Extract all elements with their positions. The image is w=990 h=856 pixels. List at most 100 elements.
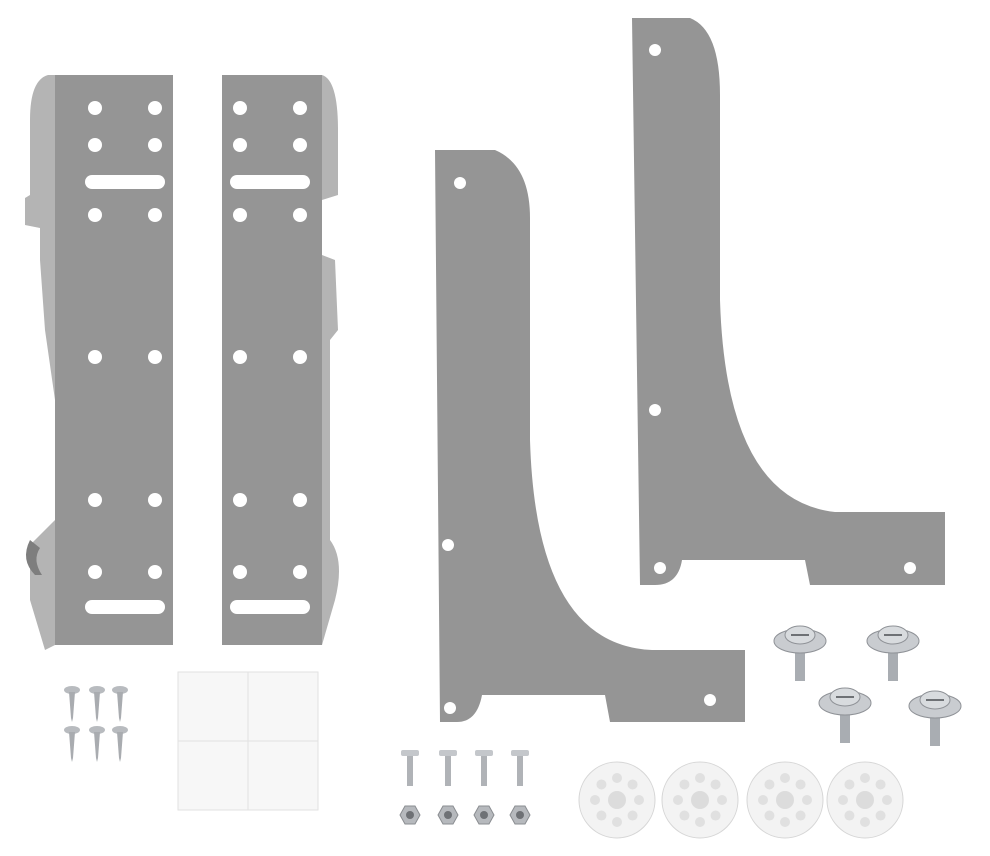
foot-center [856, 791, 874, 809]
foot-hole [695, 817, 705, 827]
nut-hole [480, 811, 488, 819]
plastic-foot [826, 761, 904, 839]
plate-hole [148, 565, 162, 579]
foot-hole [860, 773, 870, 783]
wood-screw [64, 726, 80, 762]
foot-hole [844, 810, 855, 821]
plate-hole [88, 208, 102, 222]
plate-hole [148, 493, 162, 507]
plate-hole [293, 350, 307, 364]
flange-bolt [866, 625, 920, 681]
screw-shank [69, 732, 75, 762]
plate-hole [148, 101, 162, 115]
screw-shank [117, 732, 123, 762]
foot-hole [590, 795, 600, 805]
screw-shank [517, 756, 523, 786]
bracket-hole [649, 44, 661, 56]
foot-hole [764, 779, 775, 790]
plate-hole [233, 101, 247, 115]
foot-hole [795, 810, 806, 821]
bracket-hole [442, 539, 454, 551]
screw-shank [117, 692, 123, 722]
nut-hole [444, 811, 452, 819]
wood-screw [112, 726, 128, 762]
foot-hole [717, 795, 727, 805]
screw-shank [407, 756, 413, 786]
bolt-shank [840, 705, 850, 743]
foot-hole [795, 779, 806, 790]
plate-hook-bottom [26, 540, 42, 575]
bracket-hole [444, 702, 456, 714]
screw-head [112, 686, 128, 694]
plate-hole [293, 101, 307, 115]
screw-head [439, 750, 457, 756]
adhesive-pads [177, 671, 319, 811]
machine-screw [511, 750, 529, 786]
plate-flange [322, 75, 339, 645]
bracket-hole [904, 562, 916, 574]
screw-head [64, 726, 80, 734]
foot-hole [780, 817, 790, 827]
foot-hole [710, 779, 721, 790]
screw-head [89, 726, 105, 734]
screw-head [64, 686, 80, 694]
plate-hole [88, 350, 102, 364]
foot-hole [679, 810, 690, 821]
plastic-foot [661, 761, 739, 839]
bracket-hole [654, 562, 666, 574]
flange-bolt [908, 690, 962, 746]
plate-hole [233, 565, 247, 579]
flange-bolt [818, 687, 872, 743]
foot-hole [612, 773, 622, 783]
hex-nut [399, 805, 421, 825]
foot-hole [875, 810, 886, 821]
plate-hole [293, 565, 307, 579]
plate-hole [88, 138, 102, 152]
screw-head [89, 686, 105, 694]
foot-hole [627, 810, 638, 821]
foot-hole [758, 795, 768, 805]
screw-shank [445, 756, 451, 786]
screw-head [112, 726, 128, 734]
foot-center [691, 791, 709, 809]
screw-head [511, 750, 529, 756]
bolt-shank [888, 643, 898, 681]
machine-screw [401, 750, 419, 786]
plate-slot [85, 600, 165, 614]
plate-flange [25, 75, 55, 650]
bracket-hole [649, 404, 661, 416]
plate-hole [293, 493, 307, 507]
screw-shank [481, 756, 487, 786]
plate-hole [148, 138, 162, 152]
plate-hole [88, 565, 102, 579]
foot-hole [780, 773, 790, 783]
foot-hole [764, 810, 775, 821]
foot-center [608, 791, 626, 809]
foot-hole [673, 795, 683, 805]
hex-nut [509, 805, 531, 825]
plate-slot [85, 175, 165, 189]
foot-hole [710, 810, 721, 821]
plate-hole [148, 208, 162, 222]
foot-hole [844, 779, 855, 790]
bolt-shank [795, 643, 805, 681]
screw-head [401, 750, 419, 756]
machine-screw [439, 750, 457, 786]
foot-hole [627, 779, 638, 790]
plate-hole [233, 493, 247, 507]
plate-hole [293, 138, 307, 152]
l-bracket-front [435, 150, 745, 722]
foot-hole [882, 795, 892, 805]
wood-screw [64, 686, 80, 722]
screw-shank [94, 692, 100, 722]
foot-hole [695, 773, 705, 783]
wood-screw [89, 726, 105, 762]
foot-hole [596, 779, 607, 790]
hex-nut [473, 805, 495, 825]
bolt-shank [930, 708, 940, 746]
foot-hole [802, 795, 812, 805]
bracket-hole [454, 177, 466, 189]
plate-hole [233, 138, 247, 152]
plate-slot [230, 175, 310, 189]
